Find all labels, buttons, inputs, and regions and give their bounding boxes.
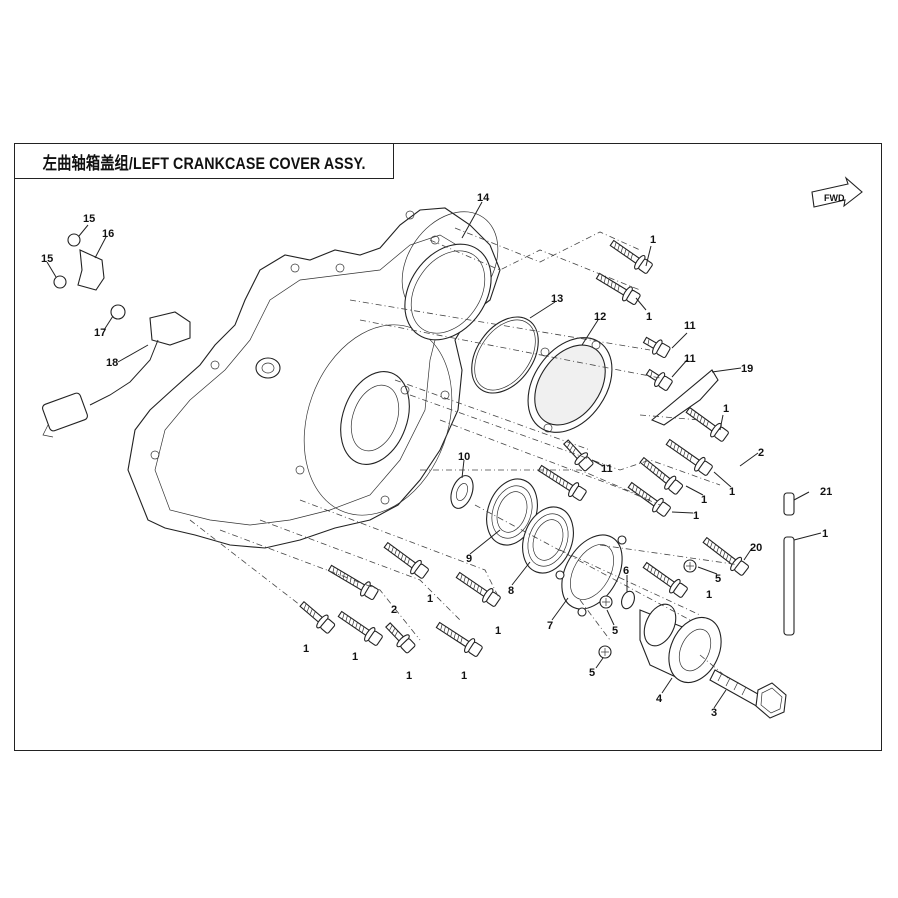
flange-bolt	[299, 600, 336, 634]
callout: 20	[750, 542, 762, 554]
callout: 15	[83, 213, 95, 225]
callout: 19	[741, 363, 753, 375]
callout: 1	[461, 670, 467, 682]
callout: 8	[508, 585, 514, 597]
pin-20	[783, 492, 795, 516]
flange-bolt	[337, 610, 383, 646]
callout: 4	[656, 693, 663, 705]
fwd-arrow-icon: FWD	[811, 176, 863, 208]
flange-bolt	[537, 464, 587, 501]
callout: 11	[684, 353, 696, 365]
callout: 15	[41, 253, 53, 265]
plate-19	[650, 369, 719, 426]
flange-bolt	[639, 456, 684, 495]
cover-12	[527, 337, 613, 433]
screw-5-a	[683, 559, 697, 573]
callout-labels: 1 1 11 11 19 1 2 1 1 1 11 12 13 14 15 16…	[41, 192, 832, 719]
callout: 17	[94, 327, 106, 339]
callout: 21	[820, 486, 832, 498]
callout: 6	[623, 565, 629, 577]
callout: 9	[466, 553, 472, 565]
title-box: 左曲轴箱盖组/LEFT CRANKCASE COVER ASSY.	[14, 143, 394, 179]
housing-4	[639, 603, 722, 683]
flange-bolt	[455, 571, 501, 607]
callout: 5	[589, 667, 595, 679]
flange-bolt	[685, 406, 729, 442]
bearing-9	[486, 478, 538, 546]
callout: 10	[458, 451, 470, 463]
bracket-16	[77, 249, 105, 291]
flange-bolt	[642, 561, 688, 598]
diagram-frame	[14, 143, 882, 751]
callout: 1	[303, 643, 309, 655]
callout: 3	[711, 707, 717, 719]
callout: 1	[693, 510, 699, 522]
bolt-17	[110, 304, 126, 320]
flange-bolt	[609, 239, 653, 274]
seal-10	[450, 475, 474, 509]
callout: 1	[729, 486, 735, 498]
flange-bolt	[327, 564, 379, 600]
fwd-label: FWD	[824, 193, 845, 203]
leader-lines	[46, 201, 822, 709]
callout: 1	[352, 651, 358, 663]
callout: 5	[715, 573, 721, 585]
callout: 5	[612, 625, 618, 637]
callout: 12	[594, 311, 606, 323]
callout: 1	[723, 403, 729, 415]
sensor-18	[41, 311, 191, 438]
flange-bolt	[383, 541, 429, 579]
callout: 1	[650, 234, 656, 246]
callout: 1	[427, 593, 433, 605]
plate-7	[555, 534, 627, 617]
callout: 11	[684, 320, 696, 332]
flange-bolt	[563, 439, 594, 472]
screw-5-c	[598, 645, 612, 659]
flange-bolt	[642, 336, 671, 359]
bolt-15-b	[53, 275, 67, 289]
rod-21	[783, 536, 795, 636]
callout: 18	[106, 357, 118, 369]
o-ring-6	[621, 590, 635, 610]
flange-bolt	[645, 368, 673, 391]
callout: 2	[391, 604, 397, 616]
bolt-15-a	[67, 233, 81, 247]
flange-bolt	[595, 272, 641, 305]
assembly-lines	[189, 227, 741, 681]
callout: 16	[102, 228, 114, 240]
callout: 1	[706, 589, 712, 601]
callout: 1	[822, 528, 828, 540]
callout: 13	[551, 293, 563, 305]
callout: 2	[758, 447, 764, 459]
bolt-3	[709, 669, 787, 719]
callout: 11	[601, 463, 613, 475]
page-title: 左曲轴箱盖组/LEFT CRANKCASE COVER ASSY.	[42, 153, 366, 173]
callout: 1	[406, 670, 412, 682]
callout: 1	[646, 311, 652, 323]
flange-bolt	[665, 438, 713, 476]
callout: 1	[701, 494, 707, 506]
callout: 7	[547, 620, 553, 632]
flange-bolt	[385, 622, 416, 654]
flange-bolt	[435, 621, 483, 657]
callout: 14	[477, 192, 490, 204]
screw-5-b	[599, 595, 613, 609]
callout: 1	[495, 625, 501, 637]
